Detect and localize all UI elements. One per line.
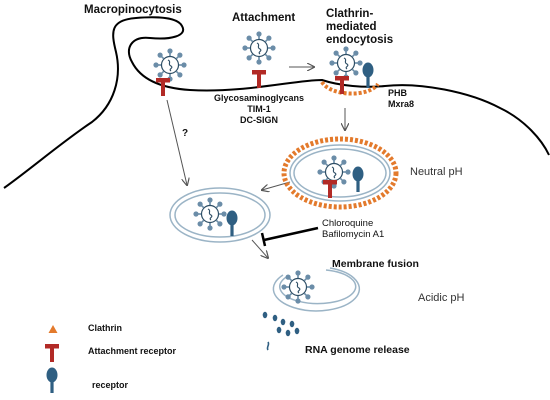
legend-label-attachment-receptor: Attachment receptor bbox=[88, 346, 177, 356]
virus-particle-macropinocytosis bbox=[153, 48, 187, 82]
legend-icons bbox=[45, 325, 59, 393]
clathrin-icon bbox=[48, 325, 58, 333]
label-bafilomycin: Bafilomycin A1 bbox=[322, 229, 385, 240]
label-clathrin-mediated: Clathrin- mediated endocytosis bbox=[326, 8, 394, 46]
rna-genome-fragments bbox=[262, 311, 300, 351]
arrow-vesicle-to-endosome bbox=[262, 181, 291, 190]
clathrin-coated-vesicle bbox=[281, 136, 399, 210]
virus-particle-clathrin bbox=[329, 46, 363, 80]
clathrin-coated-pit bbox=[320, 80, 380, 96]
receptor-clathrin bbox=[362, 62, 374, 88]
label-attachment: Attachment bbox=[232, 12, 296, 24]
label-glycosaminoglycans: Glycosaminoglycans bbox=[213, 93, 305, 103]
cell-membrane bbox=[3, 16, 550, 189]
attachment-receptor-icon bbox=[45, 344, 59, 362]
label-acidic-ph: Acidic pH bbox=[418, 292, 465, 304]
arrow-macropinocytosis-to-endosome bbox=[166, 99, 187, 185]
legend-label-clathrin: Clathrin bbox=[88, 323, 123, 333]
inhibition-symbol bbox=[260, 226, 319, 247]
legend-label-receptor: receptor bbox=[92, 380, 129, 390]
label-inhibitors: Chloroquine Bafilomycin A1 bbox=[322, 218, 384, 240]
label-question-mark: ? bbox=[182, 128, 189, 139]
fusion-vesicle bbox=[272, 267, 361, 312]
label-phb: PHB bbox=[388, 88, 408, 98]
label-attachment-factors: Glycosaminoglycans TIM-1 DC-SIGN bbox=[206, 93, 312, 126]
virus-particle-attachment bbox=[242, 31, 276, 65]
endosome bbox=[169, 187, 271, 243]
attachment-receptor-attachment bbox=[252, 70, 266, 88]
label-receptors: PHB Mxra8 bbox=[388, 88, 414, 110]
label-membrane-fusion: Membrane fusion bbox=[332, 258, 419, 270]
label-chloroquine: Chloroquine bbox=[322, 218, 374, 229]
arrow-endosome-to-fusion bbox=[251, 239, 268, 258]
label-mxra8: Mxra8 bbox=[388, 99, 415, 109]
label-tim-1: TIM-1 bbox=[247, 104, 271, 114]
label-dc-sign: DC-SIGN bbox=[240, 115, 278, 125]
receptor-icon bbox=[46, 367, 58, 393]
label-neutral-ph: Neutral pH bbox=[410, 166, 463, 178]
label-rna-release: RNA genome release bbox=[305, 344, 410, 356]
label-macropinocytosis: Macropinocytosis bbox=[84, 4, 182, 16]
